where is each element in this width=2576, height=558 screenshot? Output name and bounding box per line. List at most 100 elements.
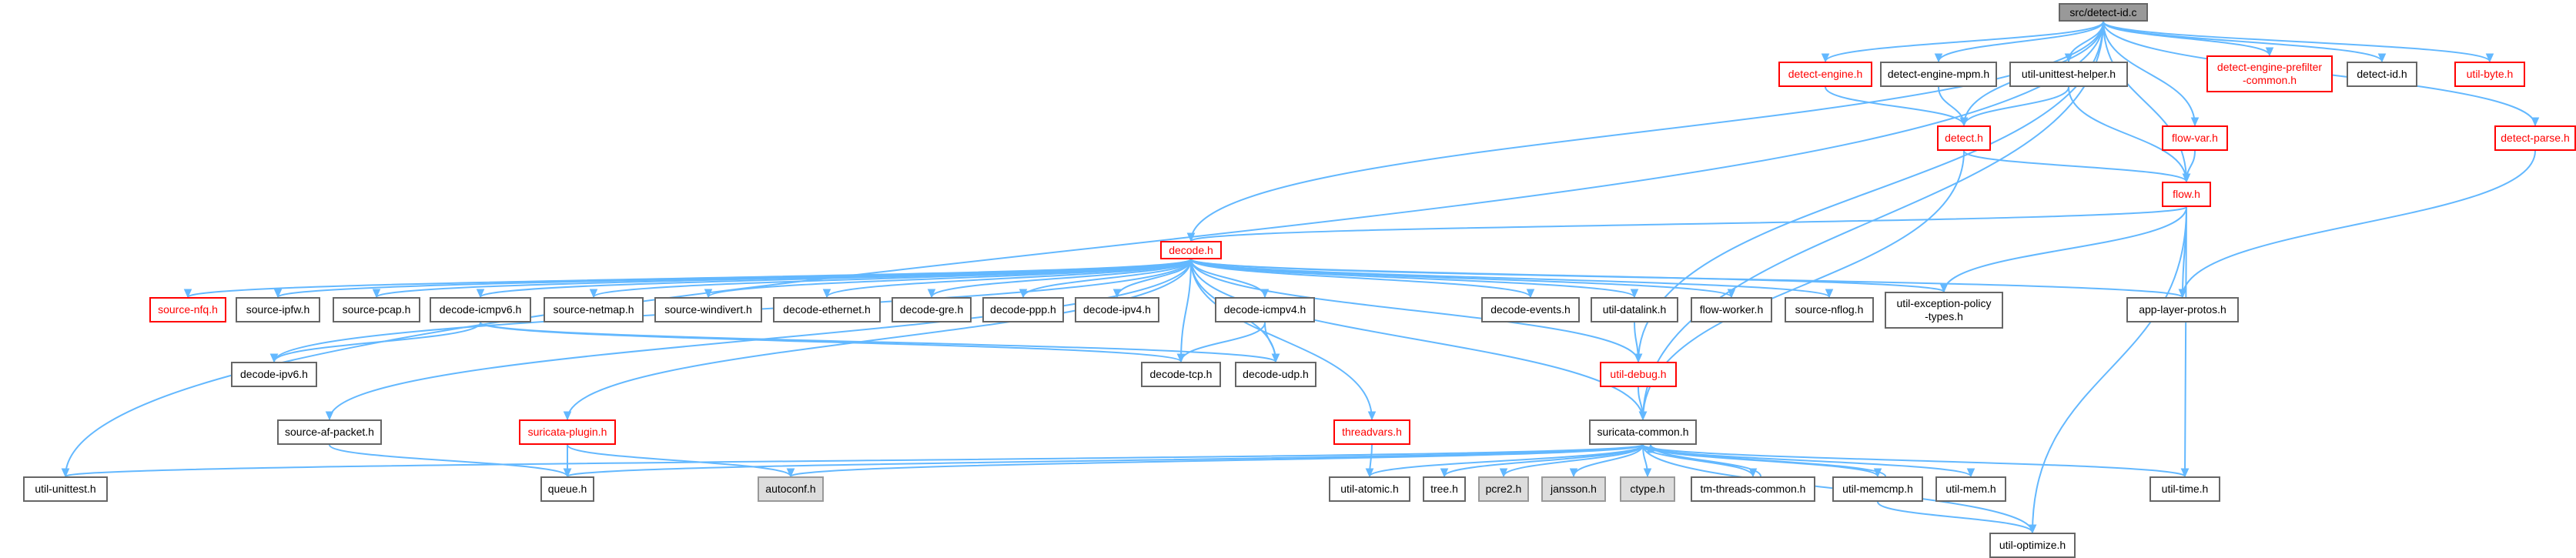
edge-arrowhead [1271,353,1280,363]
node-decode-ipv4-h[interactable]: decode-ipv4.h [1075,297,1159,322]
node-label: source-pcap.h [342,303,411,316]
edge-arrowhead [1638,411,1648,421]
node-threadvars-h[interactable]: threadvars.h [1333,419,1410,445]
edge-arrowhead [1365,468,1374,478]
edge-arrowhead [2265,47,2274,57]
node-src-detect-id-c[interactable]: src/detect-id.c [2059,3,2148,22]
node-label: util-unittest.h [35,483,96,495]
node-jansson-h[interactable]: jansson.h [1541,476,1606,502]
node-detect-h[interactable]: detect.h [1937,125,1991,151]
edge-util_unittest_helper_h-to-flow_h [2068,86,2187,182]
node-decode-ipv6-h[interactable]: decode-ipv6.h [231,362,317,387]
edge-arrowhead [2485,53,2494,63]
node-util-exception-policy-types-h[interactable]: util-exception-policy -types.h [1885,292,2003,329]
node-queue-h[interactable]: queue.h [540,476,594,502]
node-detect-engine-mpm-h[interactable]: detect-engine-mpm.h [1880,62,1997,87]
edge-decode_icmpv6_h-to-decode_udp_h [480,322,1276,363]
node-util-optimize-h[interactable]: util-optimize.h [1989,533,2076,558]
node-decode-ppp-h[interactable]: decode-ppp.h [982,297,1064,322]
edge-arrowhead [1112,289,1122,299]
node-util-time-h[interactable]: util-time.h [2149,476,2220,502]
node-suricata-common-h[interactable]: suricata-common.h [1589,419,1697,445]
node-source-ipfw-h[interactable]: source-ipfw.h [236,297,320,322]
node-label: detect-engine-mpm.h [1887,68,1990,80]
node-flow-h[interactable]: flow.h [2162,182,2211,207]
node-flow-var-h[interactable]: flow-var.h [2162,125,2228,151]
node-label: flow-var.h [2172,132,2218,144]
node-tm-threads-common-h[interactable]: tm-threads-common.h [1691,476,1815,502]
node-detect-parse-h[interactable]: detect-parse.h [2494,125,2576,151]
node-ctype-h[interactable]: ctype.h [1620,476,1675,502]
edge-source_af_packet_h-to-queue_h [329,444,568,477]
node-label: decode-udp.h [1243,368,1309,380]
node-util-unittest-h[interactable]: util-unittest.h [23,476,108,502]
edge-arrowhead [1821,53,1830,63]
node-util-memcmp-h[interactable]: util-memcmp.h [1832,476,1923,502]
edge-arrowhead [183,289,192,299]
edge-suricata_common_h-to-tm_threads_common_h [1642,444,1754,477]
edge-arrowhead [927,289,936,299]
node-source-nfq-h[interactable]: source-nfq.h [149,297,226,322]
edge-flow_h-to-util_optimize_h [2032,206,2187,533]
node-detect-engine-h[interactable]: detect-engine.h [1778,62,1872,87]
node-decode-icmpv6-h[interactable]: decode-icmpv6.h [430,297,531,322]
node-util-atomic-h[interactable]: util-atomic.h [1329,476,1410,502]
edge-src_detect_id_c-to-flow_h [2103,21,2187,182]
edge-arrowhead [476,289,485,299]
node-util-datalink-h[interactable]: util-datalink.h [1591,297,1678,322]
node-autoconf-h[interactable]: autoconf.h [758,476,824,502]
node-label: decode-icmpv4.h [1223,303,1306,316]
node-decode-icmpv4-h[interactable]: decode-icmpv4.h [1215,297,1315,322]
node-label: util-memcmp.h [1842,483,1913,495]
node-util-debug-h[interactable]: util-debug.h [1600,362,1677,387]
edge-arrowhead [1367,411,1377,421]
node-app-layer-protos-h[interactable]: app-layer-protos.h [2126,297,2239,322]
edge-decode_h-to-decode_ethernet_h [826,259,1192,298]
node-util-mem-h[interactable]: util-mem.h [1935,476,2006,502]
node-label: suricata-common.h [1597,426,1689,438]
node-decode-udp-h[interactable]: decode-udp.h [1235,362,1316,387]
node-util-unittest-helper-h[interactable]: util-unittest-helper.h [2009,62,2128,87]
node-flow-worker-h[interactable]: flow-worker.h [1691,297,1772,322]
edge-arrowhead [1934,53,1943,63]
node-source-nflog-h[interactable]: source-nflog.h [1785,297,1874,322]
node-label: tree.h [1430,483,1458,495]
node-label: tm-threads-common.h [1700,483,1806,495]
edge-arrowhead [1440,468,1449,478]
node-decode-tcp-h[interactable]: decode-tcp.h [1141,362,1221,387]
node-label: source-af-packet.h [285,426,374,438]
edge-arrowhead [2180,468,2190,478]
node-decode-h[interactable]: decode.h [1160,241,1222,259]
edge-suricata_common_h-to-queue_h [567,444,1644,477]
edge-arrowhead [1569,468,1578,478]
edge-suricata_common_h-to-util_atomic_h [1369,444,1644,477]
edge-decode_h-to-source_nfq_h [187,259,1192,298]
edge-arrowhead [1176,353,1186,363]
edge-suricata_common_h-to-util_unittest_h [65,444,1644,477]
edge-suricata_common_h-to-util_mem_h [1642,444,1972,477]
node-decode-events-h[interactable]: decode-events.h [1481,297,1580,322]
edge-arrowhead [563,411,572,421]
node-decode-ethernet-h[interactable]: decode-ethernet.h [773,297,881,322]
edge-tm_threads_common_h-to-suricata_common_h [1650,444,1761,477]
node-decode-gre-h[interactable]: decode-gre.h [892,297,972,322]
node-source-pcap-h[interactable]: source-pcap.h [333,297,420,322]
node-label: source-nfq.h [158,303,218,316]
node-detect-id-h[interactable]: detect-id.h [2347,62,2417,87]
node-tree-h[interactable]: tree.h [1423,476,1466,502]
node-label: util-mem.h [1945,483,1996,495]
edge-src_detect_id_c-to-util_unittest_h [65,21,2104,477]
edge-arrowhead [2190,117,2200,127]
node-label: util-time.h [2161,483,2209,495]
node-util-byte-h[interactable]: util-byte.h [2454,62,2525,87]
node-detect-engine-prefilter-common-h[interactable]: detect-engine-prefilter -common.h [2206,55,2333,92]
node-label: src/detect-id.c [2069,5,2137,18]
node-pcre2-h[interactable]: pcre2.h [1478,476,1529,502]
edge-arrowhead [786,468,795,478]
node-source-netmap-h[interactable]: source-netmap.h [544,297,644,322]
node-source-af-packet-h[interactable]: source-af-packet.h [277,419,382,445]
node-source-windivert-h[interactable]: source-windivert.h [654,297,762,322]
node-suricata-plugin-h[interactable]: suricata-plugin.h [519,419,616,445]
